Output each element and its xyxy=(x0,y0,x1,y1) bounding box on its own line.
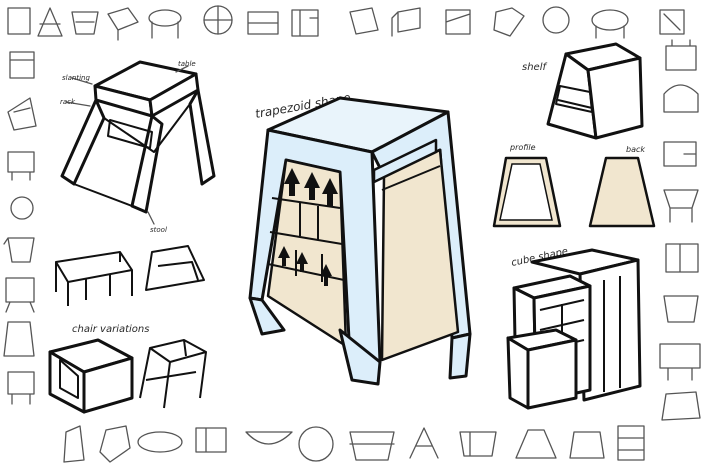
thumb-sketch xyxy=(659,9,685,35)
profile-label: profile xyxy=(509,143,536,152)
slanting-label: slanting xyxy=(62,74,90,82)
thumb-sketch xyxy=(665,39,697,71)
thumb-sketch xyxy=(409,427,439,459)
stool-variation-sketches xyxy=(55,245,205,306)
thumb-sketch xyxy=(445,9,471,35)
thumb-sketch xyxy=(10,196,34,220)
thumb-sketch xyxy=(195,427,227,453)
thumb-sketch xyxy=(107,7,139,41)
thumb-sketch xyxy=(493,7,525,37)
thumb-sketch xyxy=(203,5,233,35)
thumb-sketch xyxy=(661,391,701,421)
thumb-sketch xyxy=(591,9,629,31)
thumb-sketch xyxy=(3,237,35,263)
thumb-sketch xyxy=(137,431,183,453)
thumb-sketch xyxy=(298,426,334,462)
thumb-sketch xyxy=(542,6,570,34)
thumb-sketch xyxy=(7,7,31,35)
arrow-up-icon xyxy=(278,168,338,286)
chair-variations-sketch: chair variations xyxy=(48,324,207,414)
thumb-sketch xyxy=(663,84,699,113)
thumb-sketch xyxy=(7,371,35,405)
back-label: back xyxy=(626,145,645,154)
thumb-sketch xyxy=(459,431,497,457)
thumb-sketch xyxy=(245,431,293,445)
slanting-stool-sketch: slanting table rack stool xyxy=(60,60,216,234)
thumb-sketch xyxy=(617,425,645,461)
thumb-sketch xyxy=(665,243,699,273)
thumb-sketch xyxy=(291,9,319,37)
shelf-sketch: shelf xyxy=(522,42,644,140)
thumb-sketch xyxy=(148,9,182,27)
thumb-sketch xyxy=(569,431,605,459)
thumb-sketch xyxy=(7,151,35,181)
thumb-sketch xyxy=(9,51,35,79)
thumb-sketch xyxy=(663,189,699,223)
chair-variations-label: chair variations xyxy=(72,324,149,335)
table-label: table xyxy=(178,60,196,68)
thumb-sketch xyxy=(5,277,35,313)
thumb-sketch xyxy=(515,429,557,459)
thumb-sketch xyxy=(71,11,99,35)
thumb-sketch xyxy=(99,425,131,463)
thumb-sketch xyxy=(391,7,421,37)
thumb-sketch xyxy=(151,21,179,39)
stool-label: stool xyxy=(150,226,167,234)
thumbnail-sketches-border xyxy=(3,5,701,463)
trapezoid-shape-render: trapezoid shape xyxy=(248,90,472,386)
thumb-sketch xyxy=(37,7,63,37)
thumb-sketch xyxy=(349,7,379,35)
thumb-sketch xyxy=(3,321,35,357)
thumb-sketch xyxy=(349,431,395,461)
thumb-sketch xyxy=(663,141,697,167)
profile-and-back-views: profile back xyxy=(492,143,656,228)
rack-label: rack xyxy=(60,98,76,106)
thumb-sketch xyxy=(63,425,85,463)
thumb-sketch xyxy=(663,295,699,323)
thumb-sketch xyxy=(247,11,279,35)
thumb-sketch xyxy=(595,25,625,39)
shelf-label: shelf xyxy=(522,62,547,73)
thumb-sketch xyxy=(659,343,701,381)
cube-shape-sketch: cube shape xyxy=(506,246,642,410)
thumb-sketch xyxy=(7,97,37,131)
